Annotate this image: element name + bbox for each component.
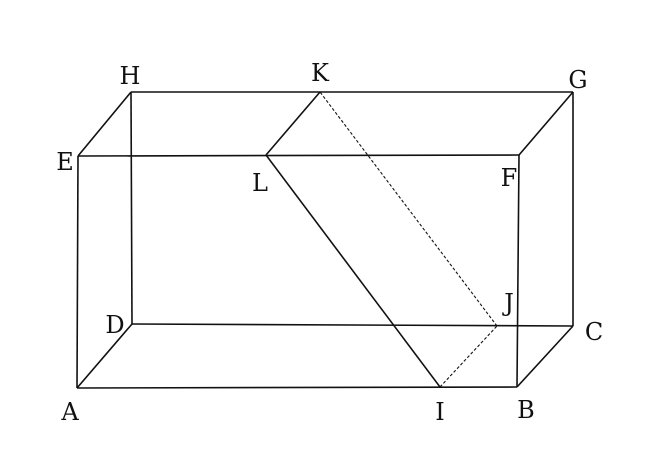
point-label-a: A — [60, 398, 79, 426]
edge-li — [265, 154, 441, 388]
point-label-g: G — [568, 66, 587, 94]
edge-he — [77, 91, 132, 157]
edge-fg — [518, 91, 574, 156]
point-label-k: K — [311, 59, 330, 87]
point-label-c: C — [585, 318, 603, 346]
edge-ij — [439, 325, 498, 388]
edge-bf — [516, 154, 520, 388]
edge-bc — [516, 325, 574, 388]
edge-dh — [130, 91, 133, 325]
point-label-j: J — [501, 289, 514, 317]
point-label-i: I — [435, 398, 444, 426]
point-label-d: D — [105, 311, 124, 339]
point-label-f: F — [501, 164, 518, 192]
edge-kl — [265, 91, 321, 156]
edge-ef — [77, 154, 520, 157]
edge-jk — [319, 91, 498, 327]
point-label-b: B — [517, 396, 535, 424]
edge-ae — [76, 155, 79, 389]
edge-cd — [131, 323, 574, 327]
edge-ab — [76, 386, 518, 389]
point-label-l: L — [252, 169, 268, 197]
point-label-h: H — [120, 62, 141, 90]
edge-da — [76, 323, 133, 389]
point-label-e: E — [56, 148, 74, 176]
